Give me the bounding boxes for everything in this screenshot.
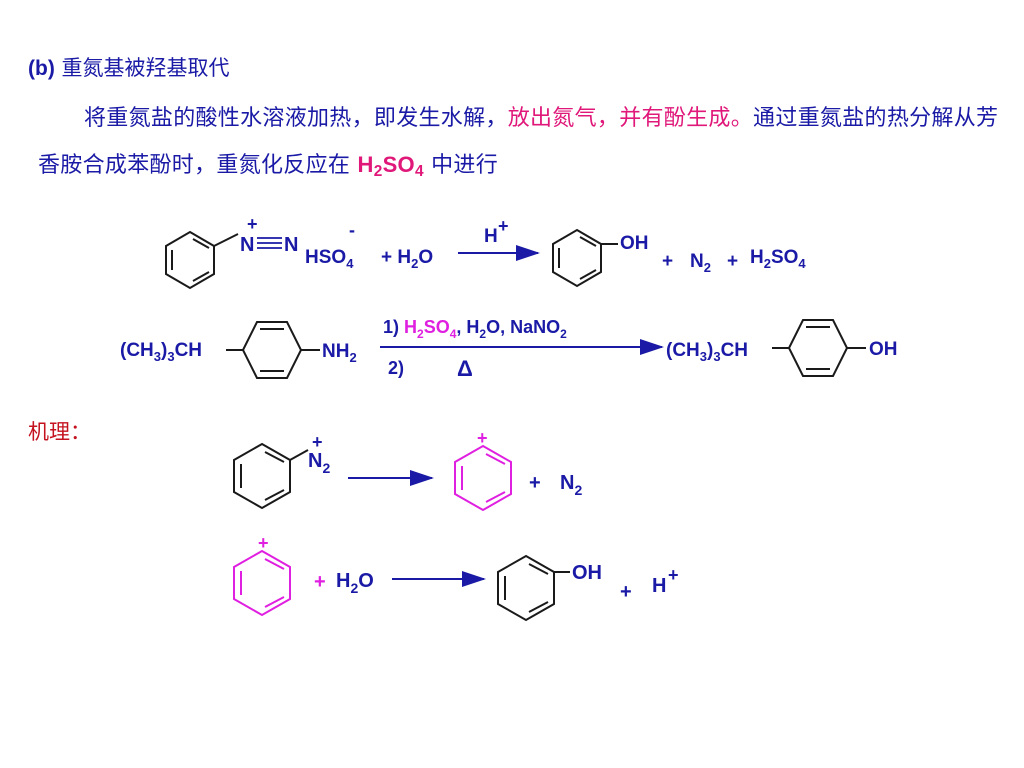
diazo-n1: N — [240, 234, 254, 256]
heat-symbol: Δ — [457, 356, 473, 381]
mech-water: H2O — [336, 570, 374, 596]
description-paragraph: 将重氮盐的酸性水溶液加热，即发生水解，放出氮气，并有酚生成。通过重氮盐的热分解从… — [38, 96, 1010, 189]
mech-nitrogen: N2 — [560, 472, 582, 498]
phenyl-cation-ring — [454, 444, 512, 512]
nitrogen-gas: N2 — [690, 251, 711, 275]
para-part4: 中进行 — [423, 153, 499, 178]
section-title: 重氮基被羟基取代 — [61, 56, 230, 80]
para-acid-formula: H2SO4 — [357, 152, 424, 180]
mechanism-label: 机理： — [28, 420, 91, 444]
isopropyl-group-left: (CH3)3CH — [120, 340, 202, 364]
step2-number: 2) — [388, 358, 404, 378]
mech-plus-3: + — [620, 581, 632, 603]
phenol-oh: OH — [620, 233, 649, 254]
anion-formula: HSO4 — [305, 247, 354, 271]
isopropyl-group-right: (CH3)3CH — [666, 340, 748, 364]
mech-n-plus: + — [312, 432, 323, 452]
phenyl-cation-ring-2 — [233, 549, 291, 617]
step1-conditions: 1)H2SO4, H2O, NaNO2 — [383, 317, 567, 341]
section-label: (b) — [28, 57, 55, 80]
para-part1: 将重氮盐的酸性水溶液加热，即发生水解， — [84, 106, 508, 131]
diazonium-ring — [233, 442, 309, 510]
phenyl-cation-charge: + — [477, 428, 488, 448]
phenyl-cation-charge-2: + — [258, 533, 269, 553]
mechanism-step-2: + + H2O OH + H + — [233, 533, 679, 622]
catalyst-h: H — [484, 226, 498, 247]
diazo-n2: N — [284, 234, 298, 256]
mech-phenol-oh: OH — [572, 562, 602, 584]
catalyst-charge: + — [498, 216, 509, 236]
para-part3: 通过重氮盐的热分解从芳香胺合成苯酚时，重氮化反应在 — [38, 106, 999, 178]
mech-plus-1: + — [529, 472, 541, 494]
mech-proton: H — [652, 575, 666, 597]
reaction-2: (CH3)3CH NH2 1)H2SO4, H2O, NaNO2 2) Δ (C… — [120, 317, 898, 381]
mech-proton-charge: + — [668, 565, 679, 585]
benzene-ring — [165, 230, 239, 290]
section-heading: (b) 重氮基被羟基取代 — [28, 52, 230, 82]
mech-diazo: N2 — [308, 450, 330, 476]
sulfuric-acid: H2SO4 — [750, 247, 806, 271]
anion-charge: - — [349, 220, 355, 240]
amine-group: NH2 — [322, 341, 357, 365]
water-reagent: + H2O — [381, 247, 433, 271]
mechanism-step-1: + N2 + + N2 — [233, 428, 582, 512]
para-highlight: 放出氮气，并有酚生成。 — [507, 106, 754, 131]
phenol-ring-2 — [772, 319, 866, 377]
phenol-oh-2: OH — [869, 339, 898, 360]
mech-plus-2: + — [314, 571, 326, 593]
aniline-ring — [226, 321, 320, 379]
charge-plus: + — [247, 214, 258, 234]
phenol-ring-3 — [497, 554, 570, 622]
phenol-ring — [552, 228, 618, 288]
reaction-1: + N N - HSO4 + H2O H + OH + N2 + H2SO4 — [165, 214, 806, 290]
product-plus-2: + — [727, 251, 738, 272]
triple-bond — [257, 237, 282, 249]
product-plus-1: + — [662, 251, 673, 272]
